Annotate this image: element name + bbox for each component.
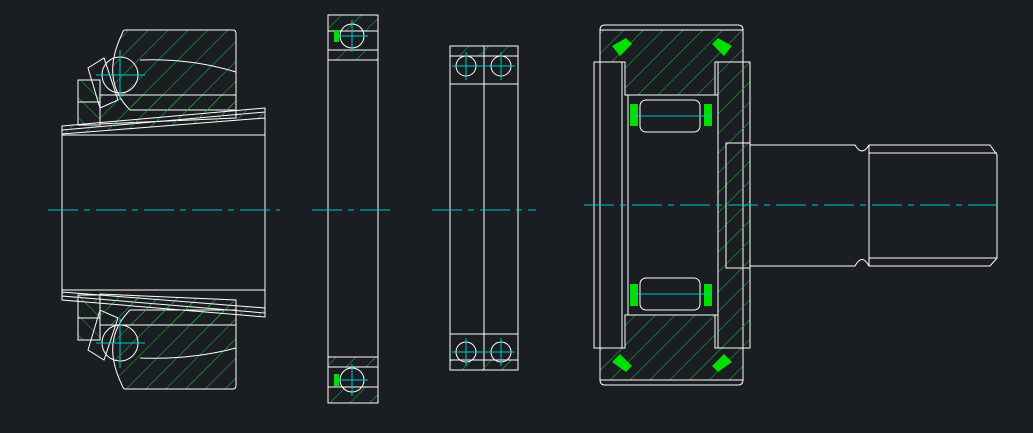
outer-ring-bottom	[112, 309, 237, 390]
outer-ring-top	[112, 29, 237, 111]
outer-ring	[599, 24, 744, 386]
roller-cage-top-left	[630, 104, 638, 126]
centerlines	[48, 204, 1004, 211]
raceway-curve-bottom	[139, 347, 237, 359]
inner-ring-section-bottom	[327, 356, 379, 368]
sleeve-section-bottom	[61, 291, 266, 318]
deep-groove-ball-bearing-drawing	[327, 14, 379, 404]
roller-cage-top-right	[704, 104, 712, 126]
inner-ring-section-top	[327, 49, 379, 61]
ring-section-top	[449, 45, 519, 57]
roller-cage-bottom-left	[630, 284, 638, 306]
stud-track-roller-drawing	[593, 24, 998, 386]
tapered-sleeve	[61, 111, 266, 314]
bearing-outline	[327, 14, 379, 404]
outer-ring-section-top	[327, 14, 379, 32]
cage-top	[87, 57, 119, 109]
roller-cage-bottom-right	[704, 284, 712, 306]
ring-section-bottom	[449, 359, 519, 371]
seal-top-right	[712, 38, 732, 56]
seal-bottom-left	[612, 354, 632, 372]
double-row-ball-bearing-drawing	[449, 45, 519, 371]
sleeve-section-top	[61, 107, 266, 135]
outer-ring-section-bottom	[327, 386, 379, 404]
seal-bottom-right	[712, 354, 732, 372]
raceway-curve-top	[139, 59, 237, 73]
seal-top-left	[612, 38, 632, 56]
cage-bottom	[87, 309, 119, 361]
ball-centermarks	[96, 20, 712, 396]
